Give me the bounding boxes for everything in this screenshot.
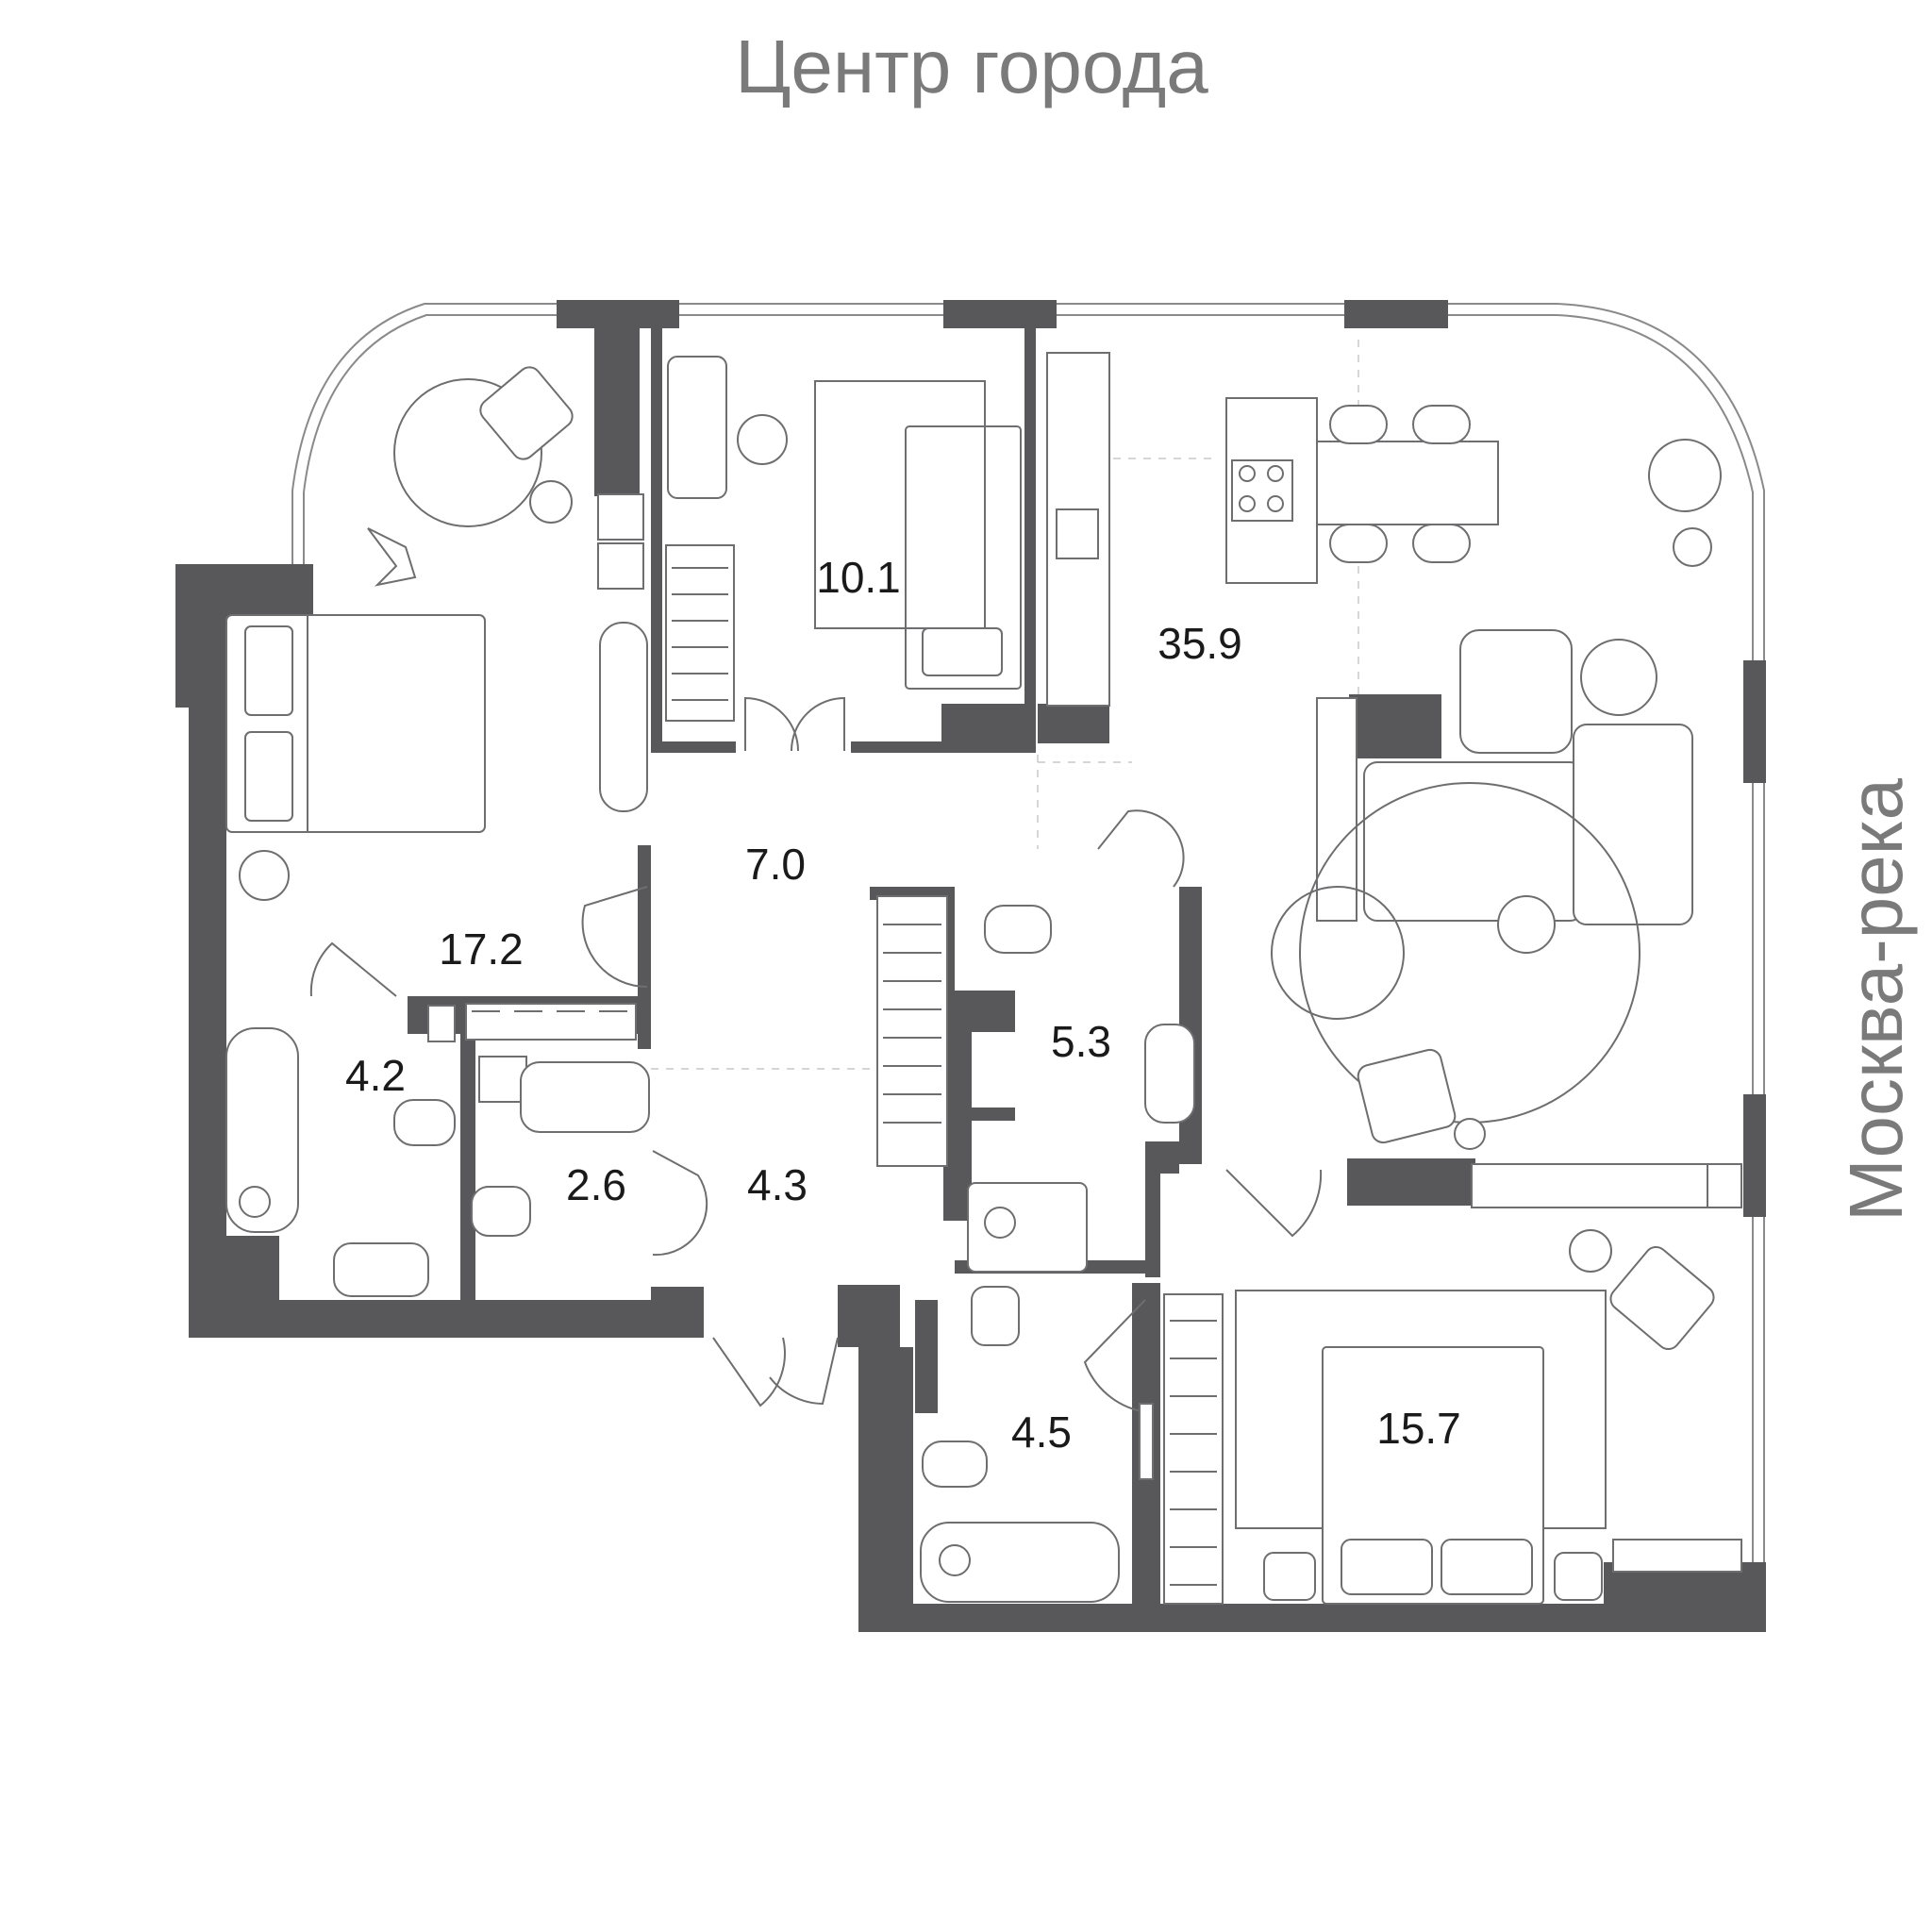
room-labels: 17.2 10.1 35.9 7.0 4.3 4.2 2.6 5.3 4.5 1…: [345, 553, 1461, 1457]
bedroom-master-furniture: [1163, 1229, 1742, 1605]
laundry-furniture: [876, 895, 1195, 1273]
room-area-child-room: 10.1: [816, 553, 901, 602]
room-area-bedroom-left: 17.2: [439, 924, 524, 974]
doors: [309, 696, 1323, 1412]
room-area-bathroom-master: 4.5: [1011, 1407, 1072, 1457]
bedroom-left-furniture: [225, 366, 648, 901]
orientation-label-right: Москва-река: [1834, 777, 1918, 1222]
orientation-label-top: Центр города: [735, 25, 1208, 108]
bathroom-master-furniture: [920, 1286, 1154, 1603]
room-area-kitchen-living: 35.9: [1158, 619, 1242, 668]
room-area-wc: 2.6: [566, 1160, 626, 1209]
room-area-bedroom-master: 15.7: [1376, 1404, 1461, 1453]
child-room-furniture: [665, 356, 1022, 722]
zone-lines: [651, 340, 1359, 1070]
kitchen-living-furniture: [1046, 352, 1742, 1208]
room-area-hall: 7.0: [745, 840, 806, 889]
room-area-laundry: 5.3: [1051, 1017, 1111, 1066]
bathroom-left-furniture: [225, 1003, 650, 1297]
room-area-corridor: 4.3: [747, 1160, 808, 1209]
room-area-bathroom-left: 4.2: [345, 1051, 406, 1100]
